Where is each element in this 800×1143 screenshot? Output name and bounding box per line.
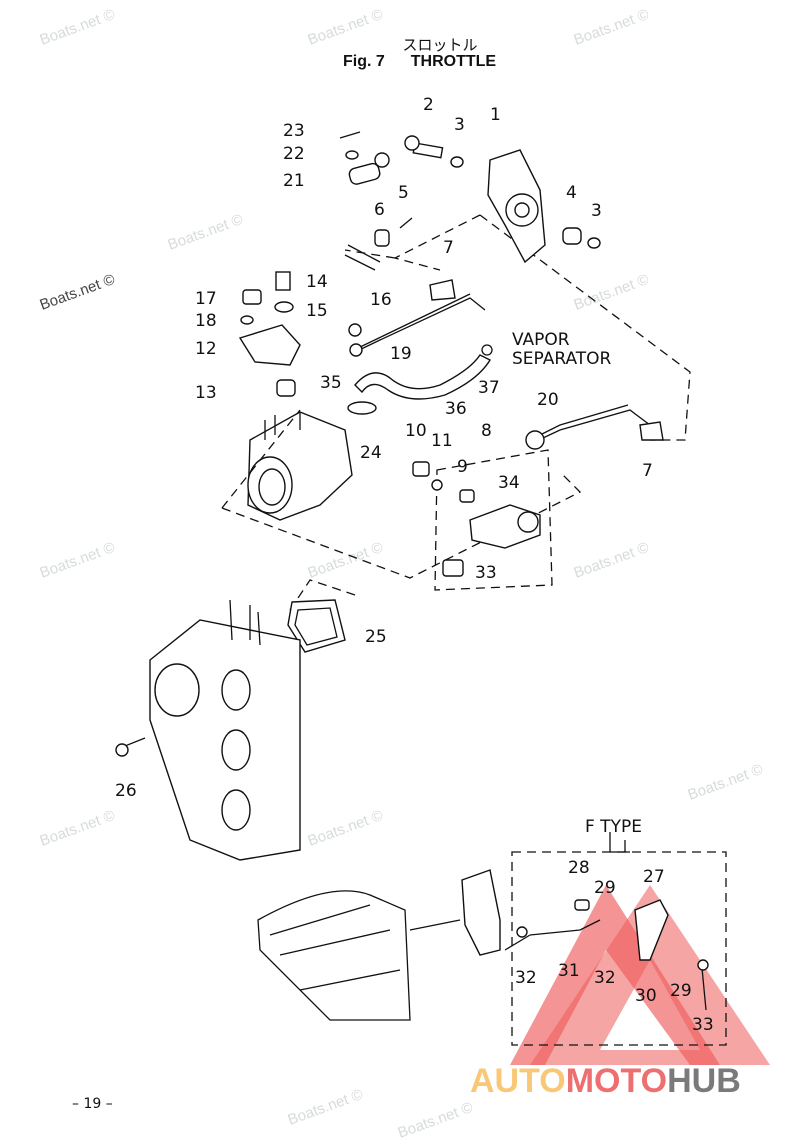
callout-label: 1: [490, 105, 501, 125]
watermark: Boats.net ©: [38, 271, 118, 314]
vapor-separator-label: SEPARATOR: [512, 349, 612, 369]
callout-label: 12: [195, 339, 217, 359]
callout-label: 3: [454, 115, 465, 135]
callout-label: 11: [431, 431, 453, 451]
logo-hub: HUB: [667, 1062, 741, 1100]
logo-moto: MOTO: [566, 1062, 667, 1100]
callout-label: 17: [195, 289, 217, 309]
callout-label: 15: [306, 301, 328, 321]
f-type-label: F TYPE: [585, 817, 642, 837]
watermark: Boats.net ©: [306, 807, 386, 850]
watermark: Boats.net ©: [306, 539, 386, 582]
watermark: Boats.net ©: [38, 807, 118, 850]
watermark: Boats.net ©: [38, 539, 118, 582]
callout-labels: 23 22 21 2 3 1 5 6 4 3 7 14 17 15 16 18 …: [115, 95, 714, 1035]
callout-label: 3: [591, 201, 602, 221]
callout-label: 4: [566, 183, 577, 203]
callout-label: 18: [195, 311, 217, 331]
callout-label: 21: [283, 171, 305, 191]
callout-label: 23: [283, 121, 305, 141]
figure-title: Fig. 7 THROTTLE: [343, 53, 496, 71]
callout-label: 2: [423, 95, 434, 115]
callout-label: 33: [475, 563, 497, 583]
svg-text:AUTOMOTOHUB: AUTOMOTOHUB: [470, 1062, 741, 1100]
callout-label: 24: [360, 443, 382, 463]
throttle-linkage-drawing: [115, 131, 727, 1046]
callout-label: 8: [481, 421, 492, 441]
watermark: Boats.net ©: [572, 271, 652, 314]
callout-label: 31: [558, 961, 580, 981]
callout-label: 22: [283, 144, 305, 164]
callout-label: 6: [374, 200, 385, 220]
callout-label: 29: [670, 981, 692, 1001]
watermark: Boats.net ©: [396, 1099, 476, 1142]
callout-label: 30: [635, 986, 657, 1006]
watermark: Boats.net ©: [166, 211, 246, 254]
watermark: Boats.net ©: [38, 6, 118, 49]
watermark: Boats.net ©: [572, 6, 652, 49]
watermark: Boats.net ©: [286, 1086, 366, 1129]
callout-label: 26: [115, 781, 137, 801]
callout-label: 36: [445, 399, 467, 419]
callout-label: 33: [692, 1015, 714, 1035]
callout-label: 19: [390, 344, 412, 364]
callout-label: 28: [568, 858, 590, 878]
figure-number: Fig. 7: [343, 53, 385, 70]
callout-label: 27: [643, 867, 665, 887]
callout-label: 14: [306, 272, 328, 292]
callout-label: 25: [365, 627, 387, 647]
callout-label: 35: [320, 373, 342, 393]
callout-label: 37: [478, 378, 500, 398]
callout-label: 10: [405, 421, 427, 441]
figure-name: THROTTLE: [410, 53, 497, 70]
page-number: – 19 –: [72, 1096, 113, 1112]
logo-auto: AUTO: [470, 1062, 566, 1100]
title-japanese: スロットル: [402, 37, 478, 54]
callout-label: 16: [370, 290, 392, 310]
callout-label: 32: [515, 968, 537, 988]
callout-label: 7: [443, 238, 454, 258]
callout-label: 7: [642, 461, 653, 481]
callout-label: 5: [398, 183, 409, 203]
callout-label: 34: [498, 473, 520, 493]
watermark: Boats.net ©: [306, 6, 386, 49]
watermark: Boats.net ©: [572, 539, 652, 582]
callout-label: 29: [594, 878, 616, 898]
callout-label: 20: [537, 390, 559, 410]
callout-label: 32: [594, 968, 616, 988]
callout-label: 9: [457, 457, 468, 477]
automotohub-logo: AUTOMOTOHUB: [470, 885, 770, 1100]
vapor-separator-label: VAPOR: [512, 330, 570, 350]
watermark: Boats.net ©: [686, 761, 766, 804]
callout-label: 13: [195, 383, 217, 403]
logo-triangle-icon: [530, 885, 770, 1065]
